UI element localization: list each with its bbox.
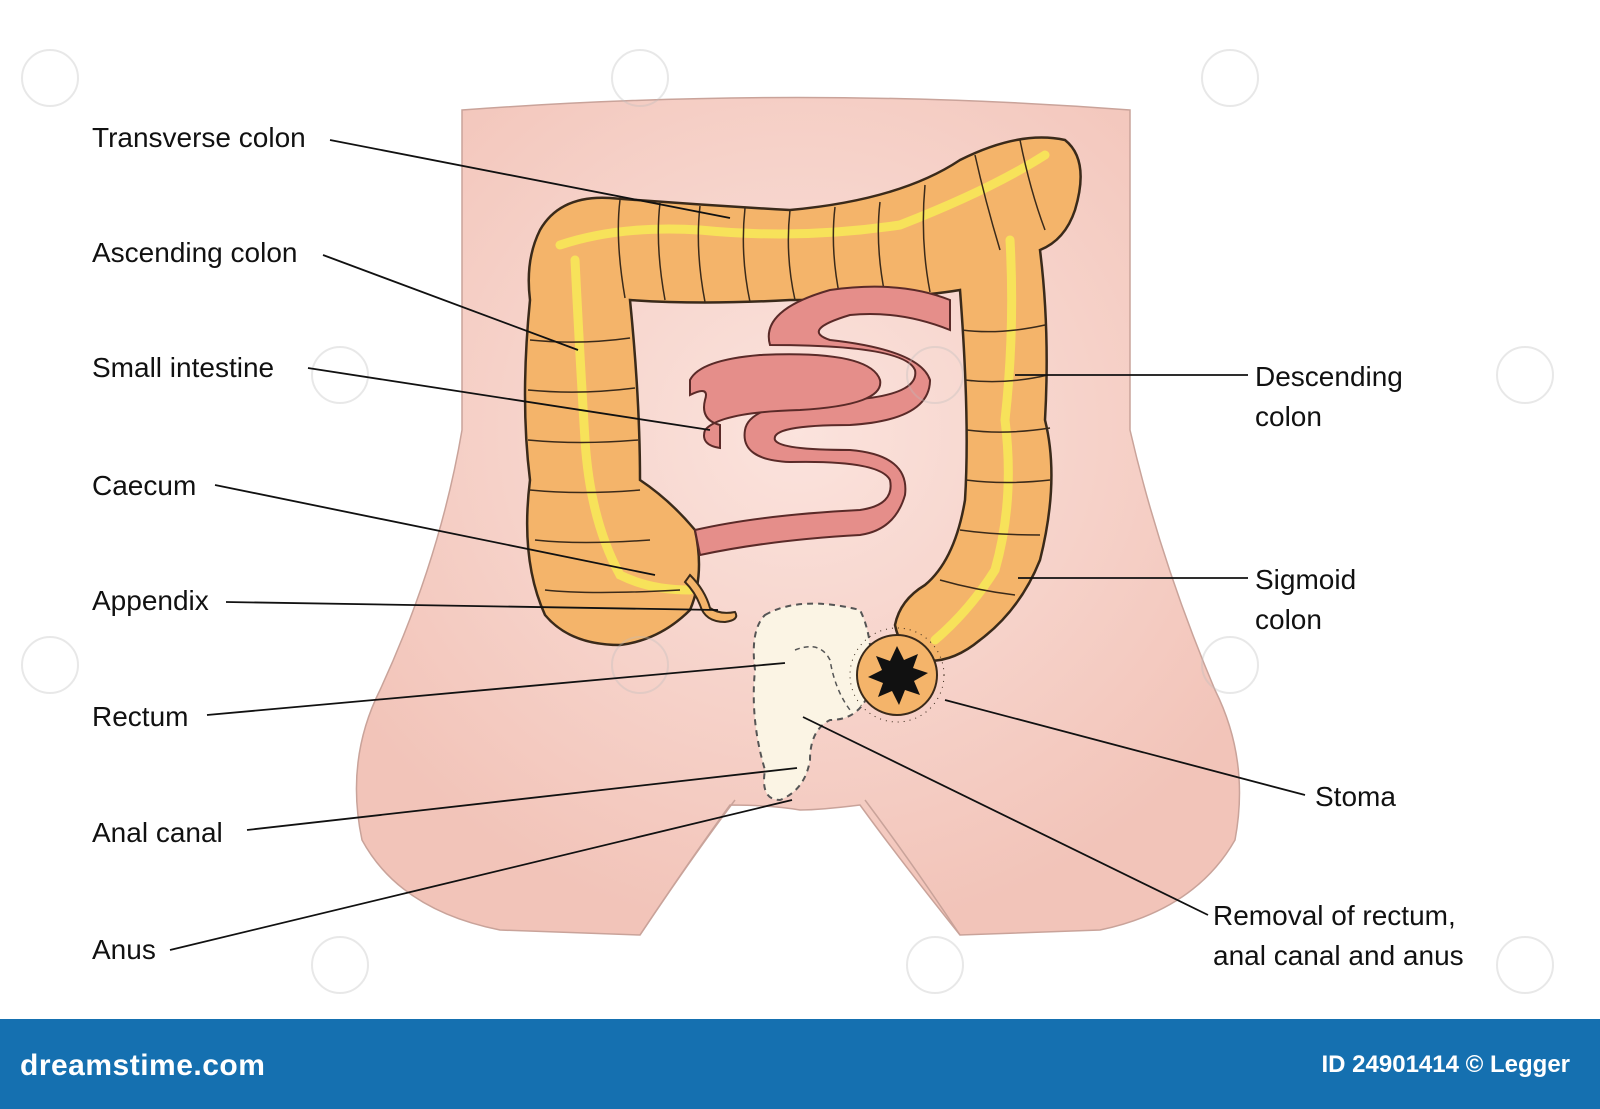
small-intestine-loop [689,353,882,450]
label-small-intestine: Small intestine [92,352,275,383]
label-descending-line1: Descending [1255,361,1403,392]
label-removal-line1: Removal of rectum, [1213,900,1456,931]
stoma-shape [849,627,945,723]
label-rectum: Rectum [92,701,189,732]
colon-haustra [527,139,1051,596]
label-anal-canal: Anal canal [92,817,223,848]
removed-rectum-region [752,602,873,802]
leader-appendix [225,601,719,611]
leader-anus [169,799,793,951]
leader-stoma [944,699,1306,796]
footer-logo[interactable]: dreamstime.com [20,1049,266,1082]
label-removal-line2: anal canal and anus [1213,940,1464,971]
removed-inner-line [794,645,851,711]
leader-rectum [206,662,786,716]
leader-transverse-colon [329,139,731,219]
leader-ascending-colon [322,254,579,351]
label-ascending-colon: Ascending colon [92,237,298,268]
watermark-pattern [21,49,1554,994]
label-transverse-colon: Transverse colon [92,122,306,153]
colon-body [523,136,1082,662]
leader-removal [802,716,1209,916]
label-descending-line2: colon [1255,401,1322,432]
label-caecum: Caecum [92,470,197,501]
footer-bar: dreamstime.com ID 24901414 © Legger [0,1019,1600,1109]
leader-anal-canal [246,767,798,831]
appendix-shape [683,573,738,624]
small-intestine-shape [693,285,951,557]
leader-caecum [214,484,656,576]
label-anus: Anus [92,934,156,965]
label-sigmoid-line2: colon [1255,604,1322,635]
leader-lines [169,139,1306,951]
footer-image-id: ID 24901414 © Legger [1321,1051,1570,1078]
left-thigh-line [639,799,736,936]
label-stoma: Stoma [1315,781,1396,812]
label-sigmoid-line1: Sigmoid [1255,564,1357,595]
anatomy-illustration [21,49,1554,994]
label-appendix: Appendix [92,585,209,616]
leader-small-intestine [307,367,711,431]
right-thigh-line [864,799,961,936]
colon-core [555,150,1050,645]
